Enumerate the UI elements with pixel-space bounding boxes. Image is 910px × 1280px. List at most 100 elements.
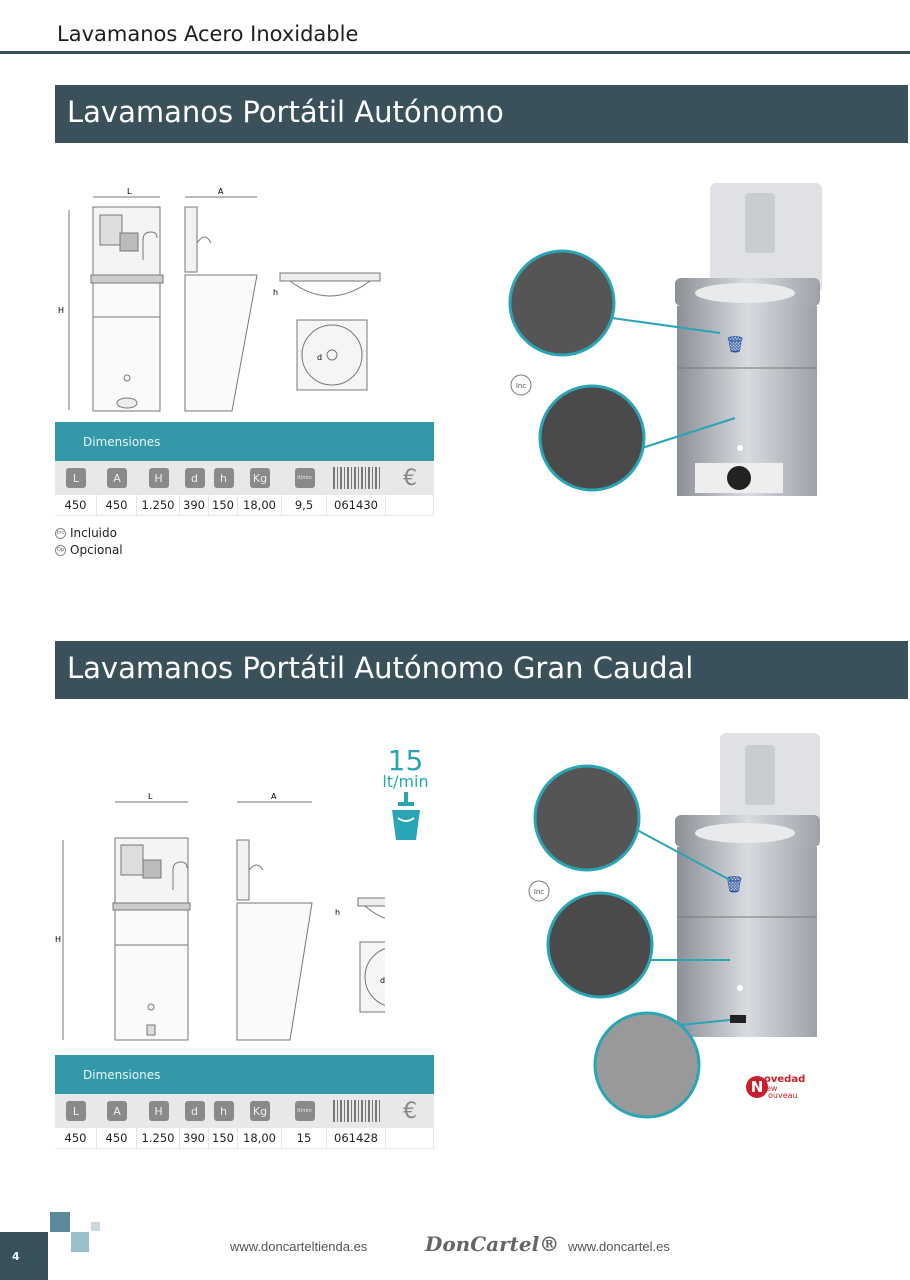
footer-url-left[interactable]: www.doncarteltienda.es xyxy=(230,1239,368,1254)
page-header-title: Lavamanos Acero Inoxidable xyxy=(57,22,359,46)
section-2-title: Lavamanos Portátil Autónomo Gran Caudal xyxy=(55,641,908,699)
table-title: Dimensiones xyxy=(55,1055,434,1094)
dimension-L-icon: L xyxy=(66,468,86,488)
column-header: L xyxy=(55,1094,97,1128)
column-header: lt/min xyxy=(282,461,327,495)
included-icon: Inc xyxy=(55,527,66,539)
table-cell xyxy=(386,1128,434,1148)
barcode-icon xyxy=(332,1100,381,1122)
dim-label-H: H xyxy=(55,935,61,944)
decor-square xyxy=(71,1232,89,1252)
column-header: h xyxy=(209,1094,238,1128)
new-badge-line2: ew xyxy=(766,1084,778,1093)
new-badge-line1: ovedad xyxy=(764,1074,806,1085)
weight-icon: Kg xyxy=(250,468,270,488)
column-header: Kg xyxy=(238,1094,282,1128)
doncartel-logo: DonCartel® xyxy=(425,1232,560,1256)
table-cell: 18,00 xyxy=(238,495,282,515)
table-cell: 450 xyxy=(97,495,137,515)
euro-icon: € xyxy=(403,1098,417,1124)
table-cell xyxy=(386,495,434,515)
new-badge-line3: ouveau xyxy=(768,1091,798,1100)
table-cell: 390 xyxy=(180,1128,209,1148)
dimension-d-icon: d xyxy=(184,468,205,488)
legend-included: Inc Incluido xyxy=(55,526,117,540)
table-cell: 1.250 xyxy=(137,1128,180,1148)
flow-rate-badge: 15 lt/min xyxy=(368,744,443,846)
weight-icon: Kg xyxy=(250,1101,270,1121)
column-header: € xyxy=(386,1094,434,1128)
column-header: A xyxy=(97,461,137,495)
technical-drawing-1: L A H h d xyxy=(58,187,381,412)
dimension-H-icon: H xyxy=(148,1101,169,1121)
dim-label-d: d xyxy=(317,353,322,362)
table-cell: 061428 xyxy=(327,1128,386,1148)
water-glass-icon xyxy=(391,792,420,840)
table-cell: 150 xyxy=(209,1128,238,1148)
decor-square xyxy=(91,1222,100,1231)
included-badge: Inc xyxy=(516,382,527,390)
column-header: d xyxy=(180,1094,209,1128)
column-header: A xyxy=(97,1094,137,1128)
section-1-title: Lavamanos Portátil Autónomo xyxy=(55,85,908,143)
page-number: 4 xyxy=(12,1250,20,1263)
table-cell: 9,5 xyxy=(282,495,327,515)
header-divider xyxy=(0,51,910,54)
dim-label-A: A xyxy=(271,792,277,801)
new-product-badge: N ovedad ew ouveau xyxy=(746,1074,816,1102)
table-cell: 15 xyxy=(282,1128,327,1148)
table-cell: 390 xyxy=(180,495,209,515)
dim-label-A: A xyxy=(218,187,224,196)
bin-icon: 🗑 xyxy=(725,335,745,354)
flow-value: 15 xyxy=(387,744,424,777)
table-cell: 1.250 xyxy=(137,495,180,515)
legend-included-label: Incluido xyxy=(70,526,117,540)
column-header xyxy=(327,1094,386,1128)
dim-label-L: L xyxy=(148,792,153,801)
dim-label-h: h xyxy=(273,288,278,297)
product-photo-2: 🗑 Inc xyxy=(528,733,820,1119)
dimension-A-icon: A xyxy=(107,1101,127,1121)
column-header: Kg xyxy=(238,461,282,495)
footer-url-right[interactable]: www.doncartel.es xyxy=(568,1239,670,1254)
dimension-H-icon: H xyxy=(148,468,169,488)
column-header: € xyxy=(386,461,434,495)
legend-optional: Op Opcional xyxy=(55,543,123,557)
flow-rate-icon: lt/min xyxy=(294,1101,315,1121)
table-cell: 18,00 xyxy=(238,1128,282,1148)
column-header: h xyxy=(209,461,238,495)
product-photo-1: 🗑 Inc xyxy=(508,183,822,496)
dim-label-h: h xyxy=(335,908,340,917)
dimension-h-icon: h xyxy=(213,468,234,488)
flow-unit: lt/min xyxy=(382,772,429,791)
table-cell: 061430 xyxy=(327,495,386,515)
table-cell: 150 xyxy=(209,495,238,515)
barcode-icon xyxy=(332,467,381,489)
table-cell: 450 xyxy=(55,495,97,515)
flow-rate-icon: lt/min xyxy=(294,468,315,488)
decor-square xyxy=(50,1212,70,1232)
column-header: H xyxy=(137,1094,180,1128)
dimension-A-icon: A xyxy=(107,468,127,488)
dim-label-d: d xyxy=(380,976,385,985)
dimension-L-icon: L xyxy=(66,1101,86,1121)
dim-label-H: H xyxy=(58,306,64,315)
page-number-block xyxy=(0,1232,48,1280)
table-title: Dimensiones xyxy=(55,422,434,461)
column-header: lt/min xyxy=(282,1094,327,1128)
technical-drawing-2: L A H h d xyxy=(55,792,385,1041)
legend-optional-label: Opcional xyxy=(70,543,123,557)
column-header: L xyxy=(55,461,97,495)
column-header: H xyxy=(137,461,180,495)
optional-icon: Op xyxy=(55,544,66,556)
table-cell: 450 xyxy=(55,1128,97,1148)
dimension-d-icon: d xyxy=(184,1101,205,1121)
column-header: d xyxy=(180,461,209,495)
table-cell: 450 xyxy=(97,1128,137,1148)
